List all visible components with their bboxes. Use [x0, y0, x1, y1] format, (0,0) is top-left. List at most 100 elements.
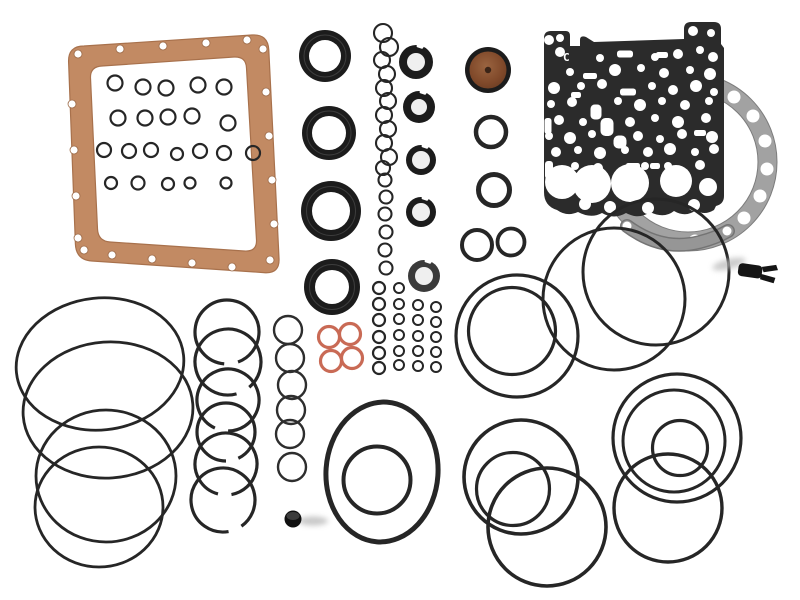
o-ring [189, 76, 207, 94]
sealing-ring [323, 399, 441, 545]
plate-hole [556, 34, 564, 42]
bolt-hole [71, 191, 81, 201]
plate-hole [571, 162, 579, 170]
o-ring [374, 159, 392, 177]
pan-gasket-body [67, 34, 280, 274]
plate-hole [555, 47, 565, 57]
plate-hole [677, 129, 687, 139]
seal-bore [312, 192, 350, 230]
sealing-ring [621, 388, 727, 494]
plate-hole [701, 113, 711, 123]
o-ring [276, 369, 308, 401]
o-ring [274, 342, 306, 374]
o-ring [142, 141, 160, 159]
plate-hole [710, 88, 718, 96]
plate-hole [545, 132, 553, 140]
o-ring [460, 228, 494, 262]
seal-lip [303, 34, 347, 78]
o-ring [371, 296, 387, 312]
o-ring [412, 360, 424, 372]
plate-hole [596, 54, 604, 62]
seal-bore [412, 203, 430, 221]
o-ring [430, 331, 442, 343]
plate-hole [704, 68, 716, 80]
bolt-hole [69, 145, 79, 155]
o-ring [106, 74, 124, 92]
o-ring [219, 114, 237, 132]
plate-hole [664, 143, 676, 155]
o-ring [159, 108, 177, 126]
plate-hole [564, 132, 576, 144]
seal-bore [411, 99, 427, 115]
plate-hole [673, 49, 683, 59]
bolt-hole [258, 44, 268, 54]
plate-slot [656, 52, 668, 58]
bolt-hole [264, 131, 274, 141]
sealing-ring [21, 340, 195, 480]
o-ring [109, 109, 127, 127]
plate-slot [613, 135, 627, 149]
o-ring [339, 345, 365, 371]
plate-hole [648, 82, 656, 90]
seal-notch [421, 194, 430, 201]
o-ring [276, 451, 308, 483]
o-ring [377, 64, 397, 84]
plate-hole [611, 164, 649, 202]
snap-ring [193, 431, 259, 497]
plate-hole [642, 202, 654, 214]
plate-hole [709, 144, 719, 154]
separator-plate: C [544, 22, 724, 217]
sealing-ring [454, 273, 580, 399]
oring-strip [372, 22, 400, 276]
plate-hole [548, 82, 560, 94]
sealing-ring [486, 466, 608, 588]
o-ring [378, 189, 394, 205]
bolt-hole [107, 250, 117, 260]
disc-center-hole [484, 66, 492, 74]
plate-slot [650, 163, 660, 169]
o-ring [191, 142, 209, 160]
plate-hole [637, 64, 645, 72]
bolt-hole [242, 35, 252, 45]
o-ring [371, 345, 387, 361]
o-ring [412, 345, 424, 357]
o-ring [371, 312, 387, 328]
seal-bore [315, 270, 349, 304]
plate-hole [686, 66, 694, 74]
plate-hole [660, 165, 692, 197]
o-ring [377, 242, 393, 258]
plate-hole [688, 26, 698, 36]
plate-hole [579, 198, 591, 210]
plate-hole [659, 68, 669, 78]
plate-hole [588, 130, 596, 138]
seal-notch [416, 42, 425, 49]
plate-hole [706, 131, 718, 143]
o-ring [374, 78, 394, 98]
bolt-hole [269, 219, 279, 229]
bolt-hole [158, 41, 168, 51]
plate-slot [617, 50, 633, 58]
plate-slot [626, 163, 640, 169]
plate-hole [651, 114, 659, 122]
plate-hole [573, 165, 611, 203]
o-ring [316, 324, 342, 350]
o-ring [130, 175, 146, 191]
o-ring [318, 348, 344, 374]
plate-hole [609, 64, 621, 76]
clip-shadow [712, 257, 746, 271]
bolt-hole [760, 162, 774, 176]
clip-prong-top [761, 264, 778, 273]
plate-stamp-letter: C [563, 51, 570, 64]
o-ring [371, 329, 387, 345]
sealing-ring [650, 418, 710, 478]
copper-orings [316, 321, 365, 374]
sealing-ring [466, 285, 558, 377]
bolt-hole [67, 99, 77, 109]
plate-hole [691, 148, 699, 156]
seal-lip [309, 264, 355, 310]
o-ring [371, 360, 387, 376]
o-ring [379, 147, 399, 167]
seal-notch [424, 257, 433, 264]
plate-hole [577, 82, 585, 90]
